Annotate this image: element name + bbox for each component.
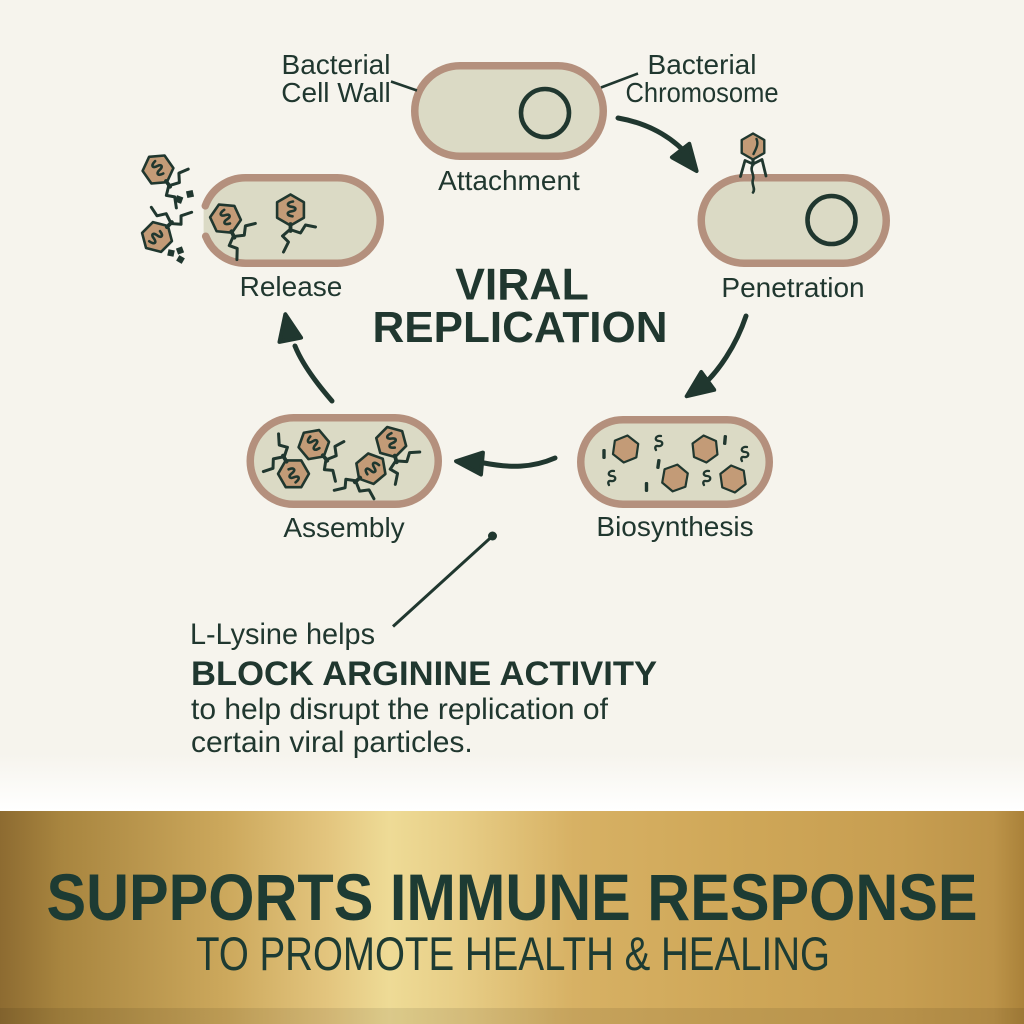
svg-text:Biosynthesis: Biosynthesis	[596, 511, 753, 542]
svg-text:Bacterial: Bacterial	[648, 49, 757, 80]
svg-text:Bacterial: Bacterial	[282, 49, 391, 80]
svg-text:Penetration: Penetration	[721, 272, 864, 303]
svg-text:Release: Release	[240, 271, 343, 302]
svg-text:Chromosome: Chromosome	[626, 77, 779, 108]
svg-text:VIRAL: VIRAL	[455, 261, 589, 310]
svg-text:TO PROMOTE HEALTH & HEALING: TO PROMOTE HEALTH & HEALING	[196, 927, 830, 980]
svg-text:BLOCK ARGININE ACTIVITY: BLOCK ARGININE ACTIVITY	[191, 655, 657, 693]
svg-text:to help disrupt the replicatio: to help disrupt the replication of	[191, 693, 609, 726]
svg-text:L-Lysine helps: L-Lysine helps	[190, 618, 375, 651]
svg-text:REPLICATION: REPLICATION	[373, 303, 668, 352]
svg-text:SUPPORTS IMMUNE RESPONSE: SUPPORTS IMMUNE RESPONSE	[47, 860, 978, 934]
svg-text:Cell Wall: Cell Wall	[281, 77, 390, 108]
svg-text:Assembly: Assembly	[283, 512, 404, 543]
svg-text:Attachment: Attachment	[438, 165, 580, 196]
svg-text:certain viral particles.: certain viral particles.	[191, 726, 473, 759]
